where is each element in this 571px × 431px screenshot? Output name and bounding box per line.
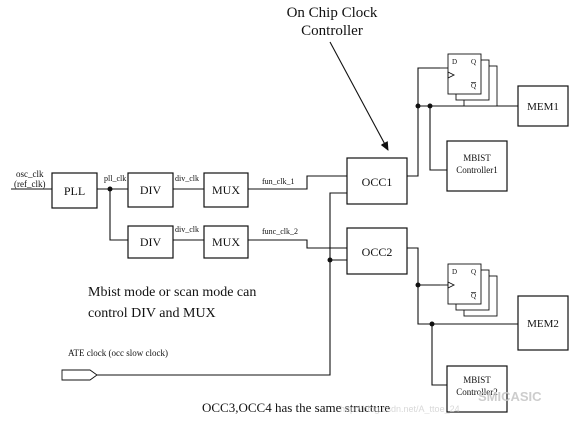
ff1-qb-label: Q: [471, 82, 476, 90]
mbist2-label-line2: Controller2: [456, 387, 498, 397]
title-line2: Controller: [301, 23, 363, 39]
fun-clk-1-label: fun_clk_1: [262, 177, 294, 186]
watermark-url: http://blog.csdn.net/A_ttoe_24: [340, 404, 460, 414]
mux1-label: MUX: [212, 183, 240, 197]
mux2-label: MUX: [212, 235, 240, 249]
ate-clock-input-port: [61, 369, 98, 381]
mem2-label: MEM2: [527, 318, 559, 330]
occ2-to-mbist2-wire: [431, 324, 447, 386]
title-pointer-arrow: [329, 41, 389, 151]
div-clk-2-label: div_clk: [175, 225, 199, 234]
fun-clk-1-wire: [248, 175, 347, 190]
mbist1-label-line2: Controller1: [456, 165, 498, 175]
pll-clk-label: pll_clk: [104, 174, 126, 183]
occ2-label: OCC2: [362, 245, 393, 259]
div2-label: DIV: [140, 235, 162, 249]
flipflop-group-1: D Q Q: [440, 53, 498, 107]
occ2-out-bus-wire: [417, 285, 518, 325]
div1-block: [127, 172, 174, 208]
mbist1-label-line1: MBIST: [463, 153, 491, 163]
mbist1-block: [446, 140, 508, 192]
occ1-block: [346, 157, 408, 205]
ate-clock-wire: [97, 192, 347, 376]
div-clk-1-label: div_clk: [175, 174, 199, 183]
occ-structure-note: OCC3,OCC4 has the same structure: [202, 400, 390, 415]
mbist2-label-line1: MBIST: [463, 375, 491, 385]
occ1-label: OCC1: [362, 175, 393, 189]
occ2-out-to-ff-wire: [407, 247, 440, 286]
div2-block: [127, 225, 174, 259]
mem2-block: [517, 295, 569, 351]
ff1-d-label: D: [452, 58, 457, 66]
ff1-q-label: Q: [471, 58, 476, 66]
mem1-block: [517, 85, 569, 127]
mux1-block: [203, 172, 249, 208]
occ2-out-junction: [415, 282, 421, 288]
ate-clock-label: ATE clock (occ slow clock): [68, 348, 168, 358]
ff2-qb-label: Q: [471, 292, 476, 300]
ff2-q-label: Q: [471, 268, 476, 276]
mbist-note-line2: control DIV and MUX: [88, 306, 216, 321]
mem1-label: MEM1: [527, 101, 559, 113]
watermark-logo: SMICASIC: [478, 389, 542, 404]
input-osc-clk-label: osc_clk: [16, 169, 44, 179]
div1-label: DIV: [140, 183, 162, 197]
mux2-block: [203, 225, 249, 259]
title-line1: On Chip Clock: [287, 5, 378, 21]
func-clk-2-wire: [248, 239, 347, 249]
func-clk-2-label: func_clk_2: [262, 227, 298, 236]
ff2-d-label: D: [452, 268, 457, 276]
mbist-note-line1: Mbist mode or scan mode can: [88, 285, 256, 300]
occ1-out-to-ff-wire: [407, 67, 440, 177]
occ2-block: [346, 227, 408, 275]
input-ref-clk-label: (ref_clk): [14, 179, 45, 189]
occ1-to-mbist1-wire: [429, 106, 447, 171]
pll-clk-branch-wire: [109, 189, 128, 241]
flipflop-group-2: D Q Q: [440, 263, 498, 317]
mbist2-block: [446, 365, 508, 413]
pll-block: [51, 172, 98, 209]
pll-label: PLL: [64, 184, 85, 198]
